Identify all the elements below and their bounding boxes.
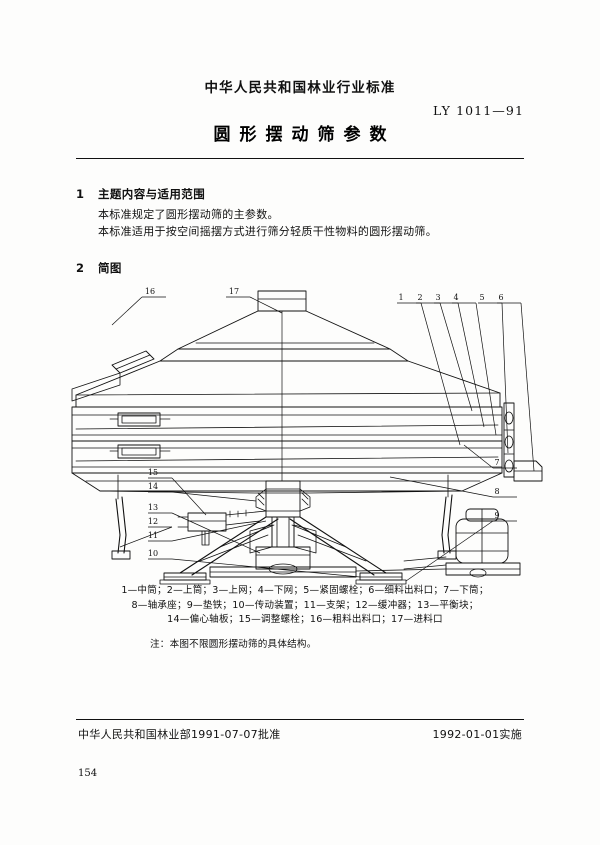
- callout-11: 11: [148, 531, 158, 540]
- callout-8: 8: [494, 487, 499, 496]
- implementation-date: 1992-01-01实施: [432, 728, 522, 741]
- callout-9: 9: [494, 511, 499, 520]
- section-title-1: 主题内容与适用范围: [98, 187, 206, 201]
- callout-16: 16: [145, 287, 155, 296]
- legend-line: 1—中筒；2—上筒；3—上网；4—下网；5—紧固螺栓；6—细料出料口；7—下筒；: [121, 585, 489, 596]
- section-heading-2: 2 简图: [76, 260, 536, 276]
- callout-13: 13: [148, 503, 158, 512]
- paragraph: 本标准规定了圆形摆动筛的主参数。: [98, 208, 279, 221]
- callout-17: 17: [229, 287, 239, 296]
- callout-2: 2: [417, 293, 422, 302]
- standard-number: LY 1011—91: [433, 103, 524, 118]
- section-title-2: 简图: [98, 261, 122, 275]
- header-divider: [76, 158, 524, 159]
- callout-10: 10: [148, 549, 158, 558]
- section-number-2: 2: [76, 261, 85, 275]
- callout-14: 14: [148, 482, 158, 491]
- callout-3: 3: [435, 293, 440, 302]
- document-header: 中华人民共和国林业行业标准: [0, 76, 600, 96]
- callout-1: 1: [398, 293, 403, 302]
- section-number-1: 1: [76, 187, 85, 201]
- section-body-1: 本标准规定了圆形摆动筛的主参数。 本标准适用于按空间摇摆方式进行筛分轻质干性物料…: [76, 206, 536, 240]
- callout-4: 4: [453, 293, 458, 302]
- callout-6: 6: [498, 293, 503, 302]
- figure-legend: 1—中筒；2—上筒；3—上网；4—下网；5—紧固螺栓；6—细料出料口；7—下筒；…: [70, 584, 540, 628]
- figure-note: 注：本图不限圆形摆动筛的具体结构。: [150, 639, 317, 650]
- page-number: 154: [78, 768, 98, 779]
- callout-labels: 1 2 3 4 5 6 7 8 9 10 11 12 13 14 15 16 1…: [145, 287, 504, 558]
- approval-text: 中华人民共和国林业部1991-07-07批准: [78, 728, 281, 741]
- footer-divider: [76, 719, 524, 720]
- callout-15: 15: [148, 468, 158, 477]
- legend-line: 8—轴承座；9—垫铁；10—传动装置；11—支架；12—缓冲器；13—平衡块；: [131, 599, 479, 611]
- paragraph: 本标准适用于按空间摇摆方式进行筛分轻质干性物料的圆形摆动筛。: [98, 225, 437, 238]
- section-heading-1: 1 主题内容与适用范围: [76, 186, 536, 202]
- page-title: 圆形摆动筛参数: [213, 125, 396, 145]
- legend-line: 14—偏心轴板；15—调整螺栓；16—粗料出料口；17—进料口: [167, 614, 443, 626]
- technical-diagram: 1 2 3 4 5 6 7 8 9 10 11 12 13 14 15 16 1…: [60, 285, 544, 585]
- callout-12: 12: [148, 517, 158, 526]
- callout-5: 5: [479, 293, 484, 302]
- issuer-line: 中华人民共和国林业行业标准: [204, 80, 396, 96]
- circular-swing-screen-drawing: 1 2 3 4 5 6 7 8 9 10 11 12 13 14 15 16 1…: [71, 287, 543, 585]
- callout-7: 7: [494, 458, 499, 467]
